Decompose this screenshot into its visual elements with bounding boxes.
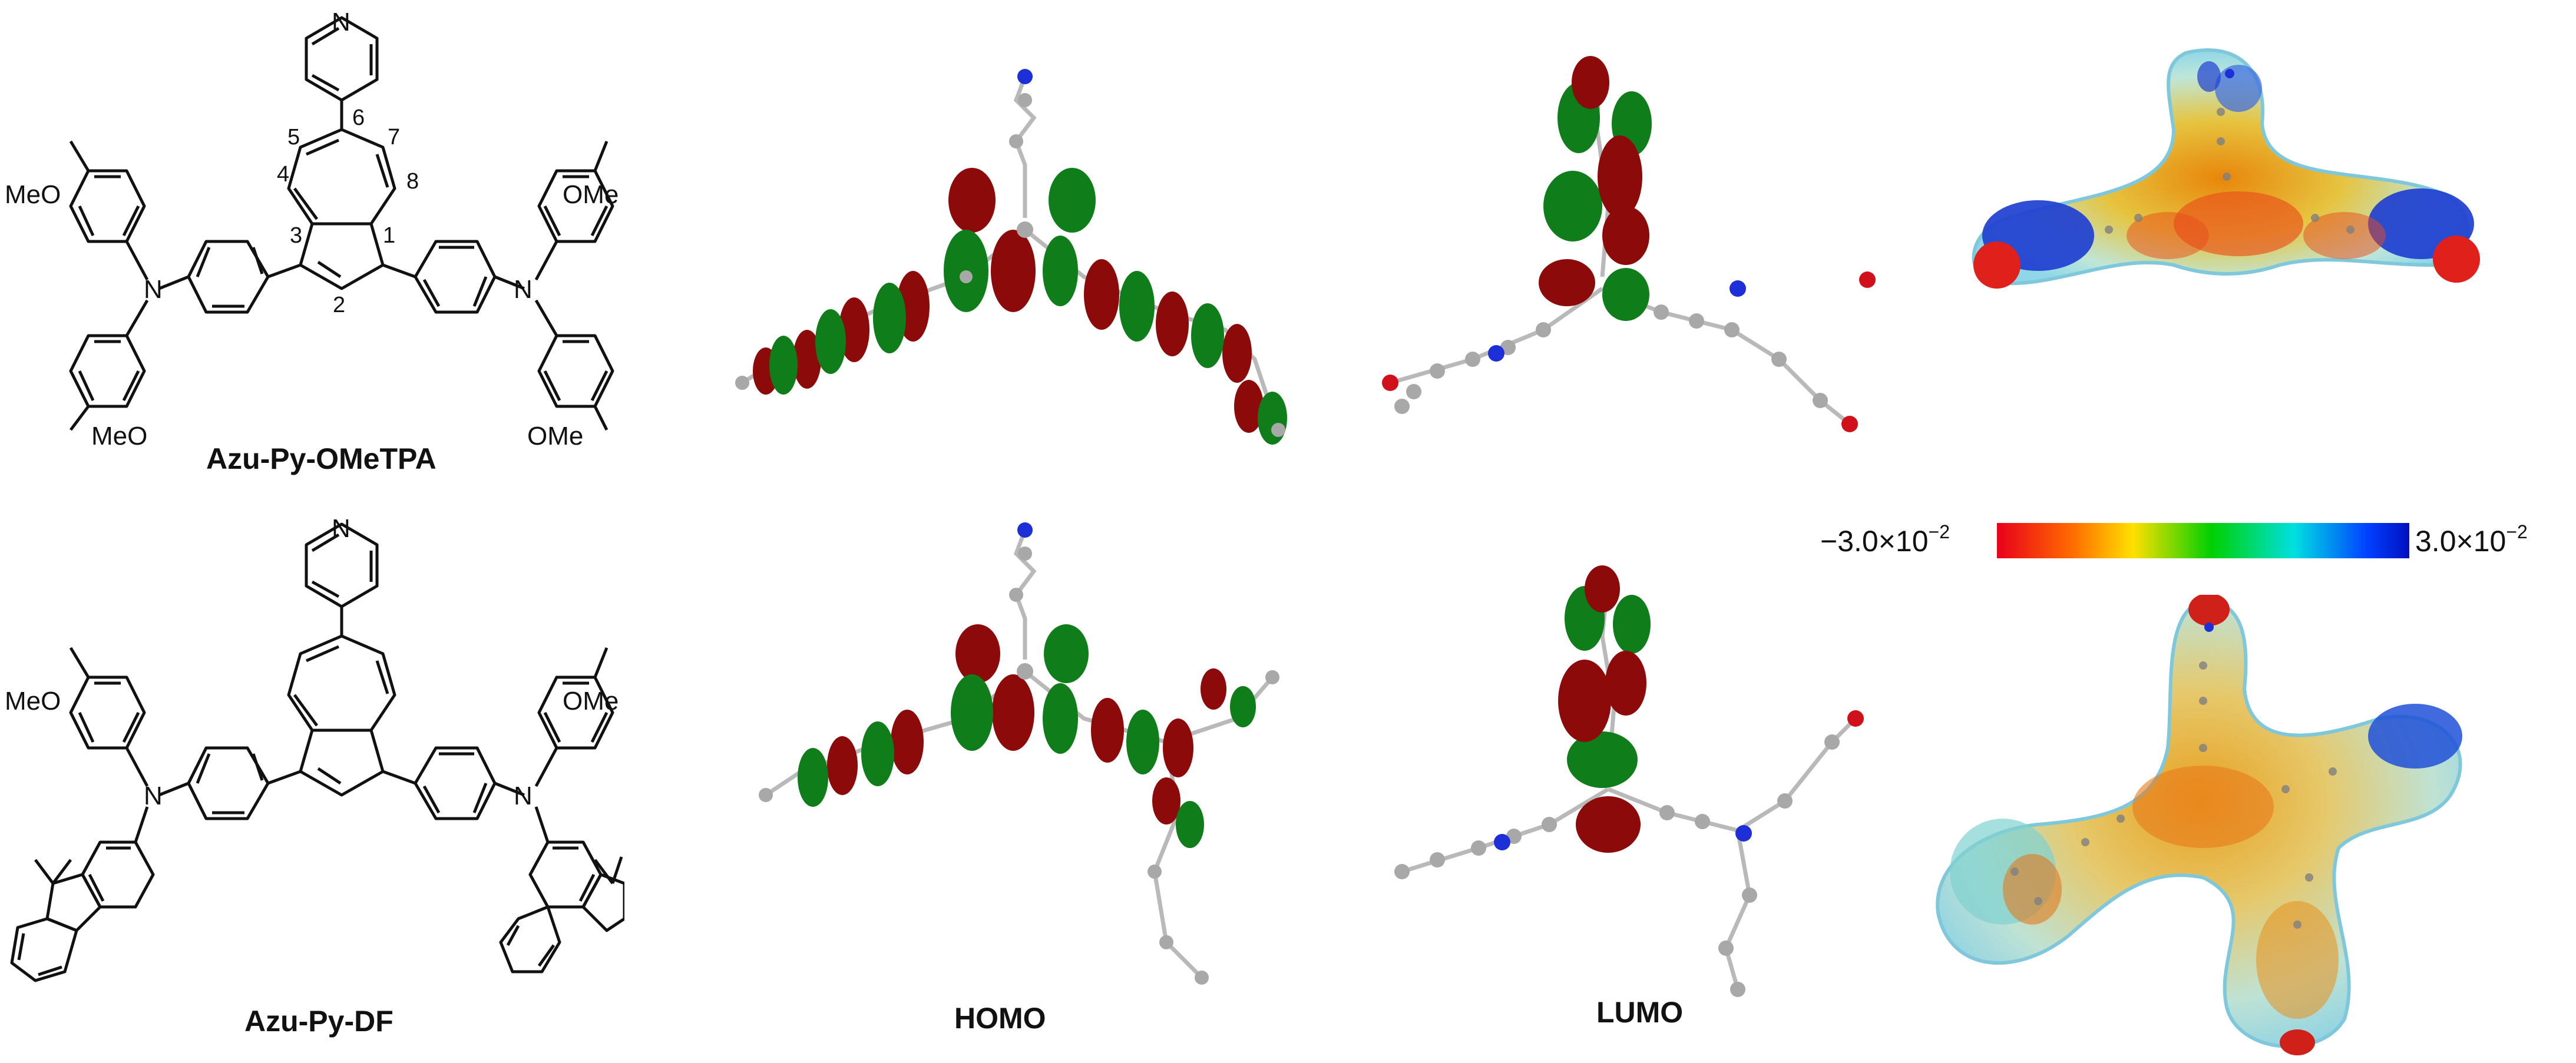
atom-number-7: 7 (388, 125, 400, 150)
esp-scale-min-label: −3.0×10−2 (1820, 521, 1950, 558)
atom-number-8: 8 (406, 169, 419, 194)
atom-number-4: 4 (277, 162, 289, 187)
lumo-label: LUMO (1596, 996, 1684, 1029)
atom-number-1: 1 (383, 223, 395, 248)
atom-number-5: 5 (287, 125, 300, 150)
structure-svg-df: N N N MeO OMe (5, 514, 624, 982)
homo-svg-top (735, 69, 1287, 445)
lumo-top-oxygen-atom-left (1382, 375, 1398, 391)
molecule-name-df: Azu-Py-DF (244, 1005, 393, 1038)
structure-svg-ometpa: N N N MeO OMe MeO OMe 1 2 3 4 5 6 7 8 (5, 8, 619, 451)
esp-svg-bottom (1936, 595, 2462, 1055)
pyridine-n-label: N (332, 8, 350, 37)
esp-surface-df (1932, 595, 2498, 1060)
amine-n-left-label: N (144, 275, 163, 304)
df-amine-n-right-label: N (514, 781, 533, 810)
esp-scale-min-exponent: −2 (1928, 521, 1950, 542)
esp-scale-max-label: 3.0×10−2 (2415, 521, 2528, 558)
df-amine-n-left-label: N (144, 781, 163, 810)
molecule-name-ometpa: Azu-Py-OMeTPA (206, 442, 437, 475)
lumo-top-nitrogen-atom-right (1730, 280, 1746, 297)
esp-svg-top (1972, 48, 2480, 289)
homo-bottom-nitrogen-atom (1017, 522, 1033, 538)
structure-azu-py-ometpa: N N N MeO OMe MeO OMe 1 2 3 4 5 6 7 8 (0, 0, 624, 459)
substituent-meo-top-left: MeO (5, 180, 61, 209)
lumo-orbital-df (1384, 565, 1914, 1013)
substituent-ome-top-right: OMe (563, 180, 619, 209)
esp-colorbar (1997, 523, 2409, 558)
homo-orbital-ometpa (719, 53, 1308, 477)
substituent-ome-bottom-right: OMe (527, 422, 583, 451)
amine-n-right-label: N (514, 275, 533, 304)
df-substituent-ome-right: OMe (563, 687, 619, 716)
esp-scale-min-mantissa: −3.0×10 (1820, 525, 1929, 558)
atom-number-2: 2 (333, 293, 345, 317)
lumo-top-nitrogen-atom (1488, 345, 1504, 362)
lumo-svg-top (1382, 56, 1876, 432)
atom-number-3: 3 (290, 223, 302, 248)
lumo-top-oxygen-atom-upper (1859, 271, 1876, 288)
lumo-bottom-oxygen-atom (1847, 710, 1864, 727)
esp-top-nitrogen-atom (2225, 69, 2234, 78)
lumo-bottom-nitrogen-atom-right (1735, 825, 1752, 842)
esp-scale-max-mantissa: 3.0×10 (2415, 525, 2506, 558)
df-substituent-meo-left: MeO (5, 687, 61, 716)
structure-azu-py-df: N N N MeO OMe (0, 506, 624, 1013)
lumo-top-oxygen-atom-right (1841, 416, 1858, 432)
esp-surface-ometpa (1962, 41, 2492, 406)
lumo-bottom-nitrogen-atom (1494, 834, 1510, 850)
homo-orbital-df (754, 518, 1331, 1001)
atom-number-6: 6 (352, 105, 365, 130)
esp-bottom-nitrogen-atom (2204, 622, 2214, 632)
df-pyridine-n-label: N (332, 514, 350, 543)
homo-top-nitrogen-atom (1017, 69, 1033, 84)
lumo-svg-bottom (1394, 565, 1864, 997)
substituent-meo-bottom-left: MeO (91, 422, 147, 451)
lumo-orbital-ometpa (1367, 53, 1897, 477)
homo-label: HOMO (954, 1002, 1046, 1035)
homo-svg-bottom (759, 522, 1279, 985)
esp-scale-max-exponent: −2 (2506, 521, 2528, 542)
